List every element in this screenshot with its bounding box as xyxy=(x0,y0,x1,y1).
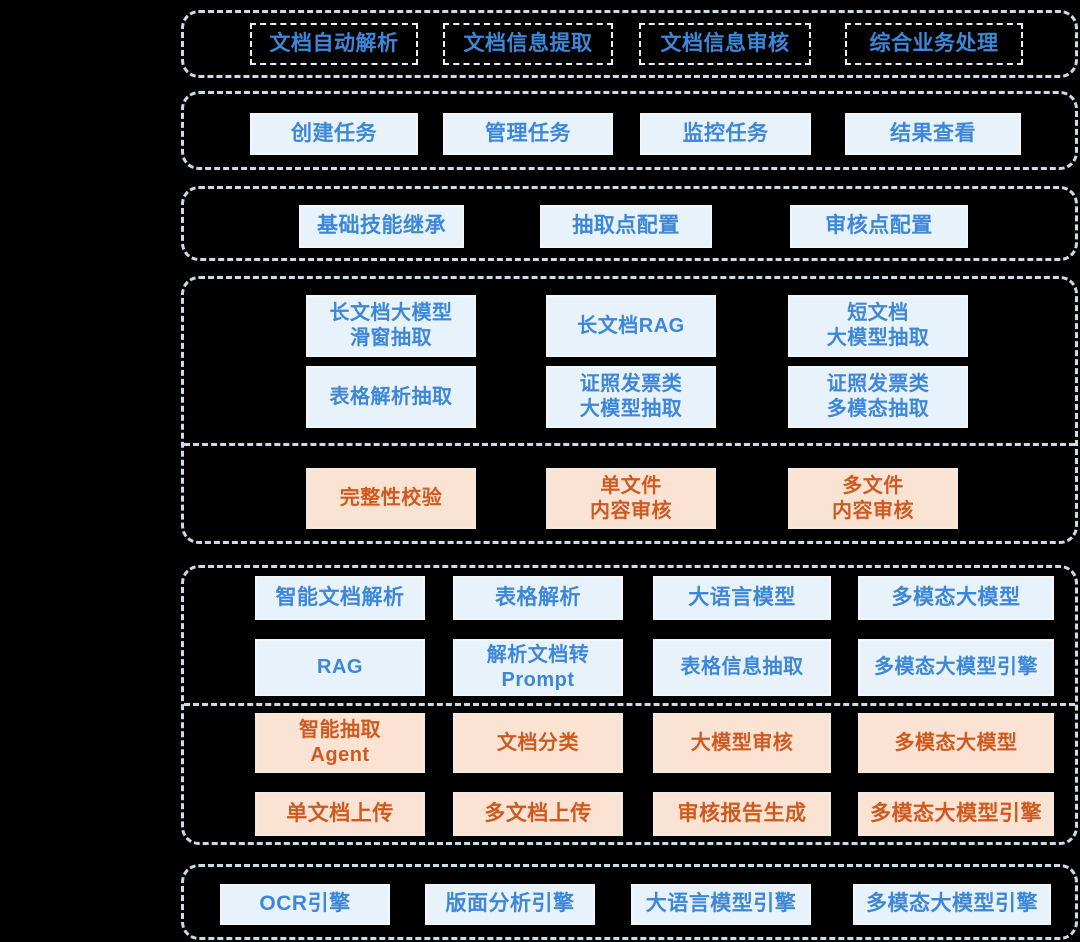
chip-create-task: 创建任务 xyxy=(250,113,418,155)
chip-table-info-extract: 表格信息抽取 xyxy=(653,639,831,696)
chip-multi-doc-upload: 多文档上传 xyxy=(453,792,623,836)
chip-license-invoice-multimodal-extract: 证照发票类 多模态抽取 xyxy=(788,366,968,428)
chip-view-results: 结果查看 xyxy=(845,113,1021,155)
layer-task-operations: 创建任务 管理任务 监控任务 结果查看 xyxy=(181,91,1078,170)
chip-table-parse-extract: 表格解析抽取 xyxy=(306,366,476,428)
chip-llm-audit: 大模型审核 xyxy=(653,713,831,773)
chip-extract-point-config: 抽取点配置 xyxy=(540,205,712,248)
chip-parse-doc-to-prompt: 解析文档转 Prompt xyxy=(453,639,623,696)
chip-audit-report-generate: 审核报告生成 xyxy=(653,792,831,836)
chip-table-parse: 表格解析 xyxy=(453,576,623,620)
chip-ocr-engine: OCR引擎 xyxy=(220,884,390,925)
chip-audit-point-config: 审核点配置 xyxy=(790,205,968,248)
chip-monitor-task: 监控任务 xyxy=(640,113,811,155)
chip-llm-engine: 大语言模型引擎 xyxy=(631,884,811,925)
chip-single-file-content-audit: 单文件 内容审核 xyxy=(546,468,716,529)
chip-long-doc-sliding-window-extract: 长文档大模型 滑窗抽取 xyxy=(306,295,476,357)
chip-license-invoice-llm-extract: 证照发票类 大模型抽取 xyxy=(546,366,716,428)
chip-short-doc-llm-extract: 短文档 大模型抽取 xyxy=(788,295,968,357)
chip-business-process: 综合业务处理 xyxy=(845,23,1023,65)
chip-multimodal-model-engine-2: 多模态大模型引擎 xyxy=(858,792,1054,836)
chip-multimodal-large-model: 多模态大模型 xyxy=(858,576,1054,620)
layer-engines: OCR引擎 版面分析引擎 大语言模型引擎 多模态大模型引擎 xyxy=(181,864,1078,940)
chip-doc-info-audit: 文档信息审核 xyxy=(639,23,811,65)
chip-integrity-check: 完整性校验 xyxy=(306,468,476,529)
chip-doc-info-extract: 文档信息提取 xyxy=(443,23,613,65)
chip-manage-task: 管理任务 xyxy=(443,113,613,155)
chip-multimodal-large-model-2: 多模态大模型 xyxy=(858,713,1054,773)
layer-extraction-skills: 长文档大模型 滑窗抽取 长文档RAG 短文档 大模型抽取 表格解析抽取 证照发票… xyxy=(181,276,1078,544)
chip-multimodal-model-engine: 多模态大模型引擎 xyxy=(858,639,1054,696)
chip-multimodal-llm-engine: 多模态大模型引擎 xyxy=(853,884,1051,925)
chip-large-language-model: 大语言模型 xyxy=(653,576,831,620)
chip-multi-file-content-audit: 多文件 内容审核 xyxy=(788,468,958,529)
chip-smart-extract-agent: 智能抽取 Agent xyxy=(255,713,425,773)
chip-smart-doc-parse: 智能文档解析 xyxy=(255,576,425,620)
layer-capabilities: 智能文档解析 表格解析 大语言模型 多模态大模型 RAG 解析文档转 Promp… xyxy=(181,565,1078,845)
chip-skill-inherit: 基础技能继承 xyxy=(299,205,464,248)
layer-configuration: 基础技能继承 抽取点配置 审核点配置 xyxy=(181,186,1078,261)
chip-single-doc-upload: 单文档上传 xyxy=(255,792,425,836)
chip-long-doc-rag: 长文档RAG xyxy=(546,295,716,357)
chip-doc-auto-parse: 文档自动解析 xyxy=(250,23,418,65)
chip-layout-analysis-engine: 版面分析引擎 xyxy=(425,884,595,925)
layer-business-entries: 文档自动解析 文档信息提取 文档信息审核 综合业务处理 xyxy=(181,10,1078,78)
chip-doc-classify: 文档分类 xyxy=(453,713,623,773)
capability-section-divider xyxy=(184,703,1075,706)
chip-rag: RAG xyxy=(255,639,425,696)
skills-section-divider xyxy=(184,443,1075,446)
